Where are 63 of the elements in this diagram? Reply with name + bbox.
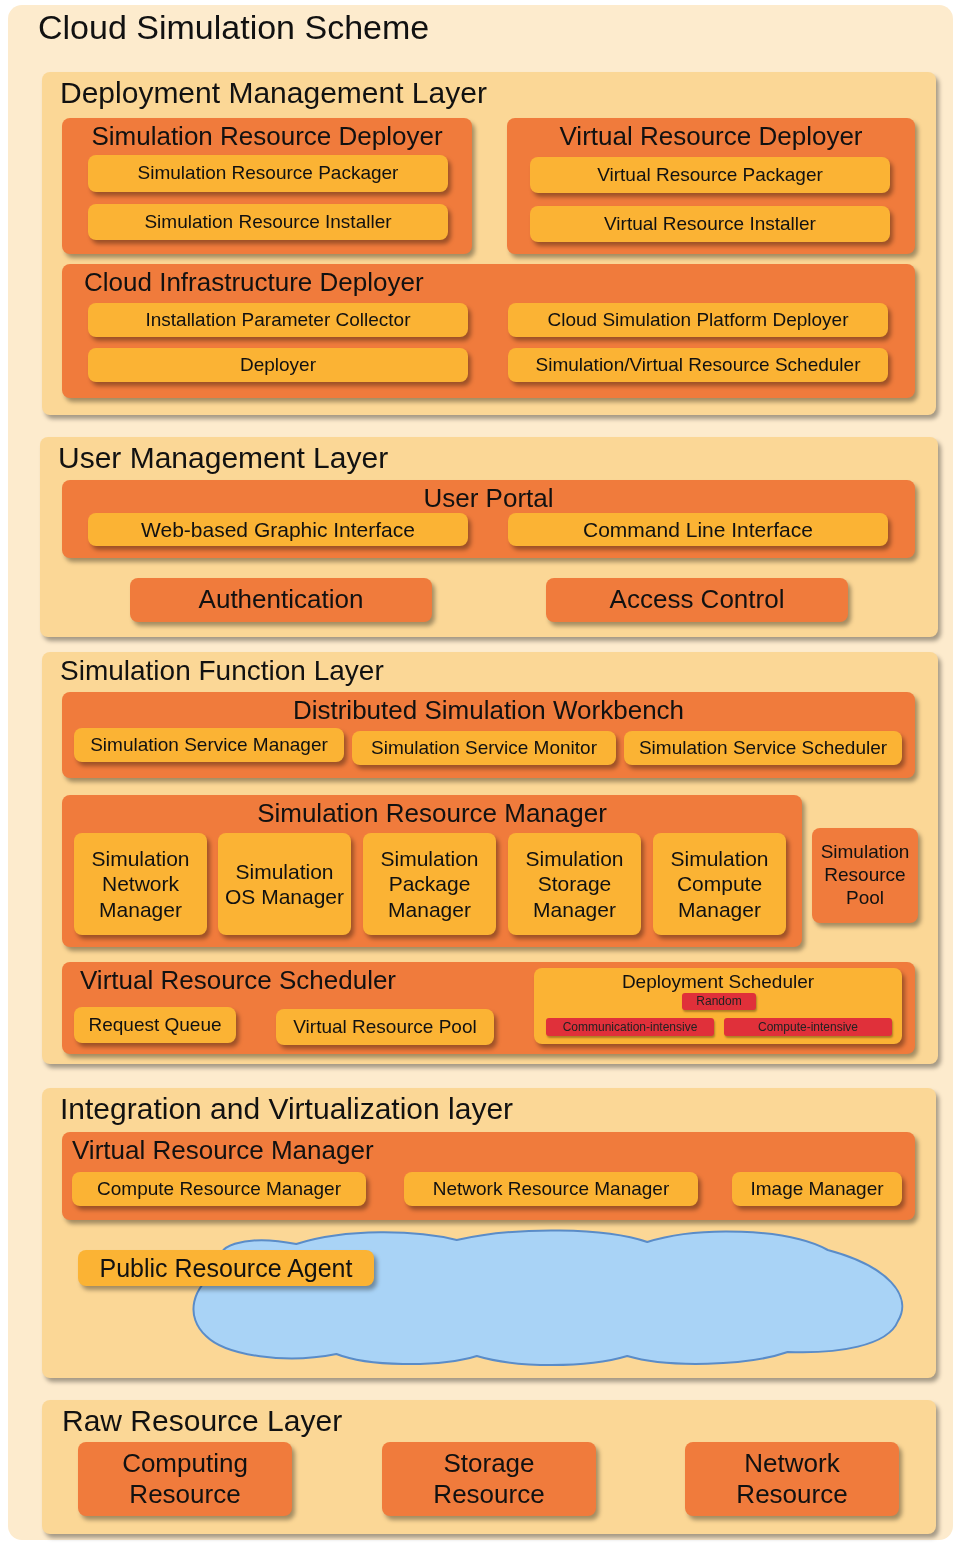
layer-panel xyxy=(40,437,938,637)
panel-heading: Cloud Simulation Scheme xyxy=(38,9,430,47)
scheme-panel xyxy=(8,5,953,1540)
option-tag: Random xyxy=(682,993,756,1010)
module-block: Simulation Resource Installer xyxy=(88,204,448,240)
layer-panel xyxy=(42,652,938,1064)
module-block: Simulation Network Manager xyxy=(74,833,207,935)
option-tag: Communication-intensive xyxy=(546,1018,714,1036)
module-block: Simulation Package Manager xyxy=(363,833,496,935)
module-block: Image Manager xyxy=(732,1172,902,1206)
module-block: Access Control xyxy=(546,578,848,622)
module-block: Storage Resource xyxy=(382,1442,596,1516)
component-panel xyxy=(507,118,915,254)
panel-heading: Simulation Resource Manager xyxy=(256,799,608,828)
panel-heading: Cloud Infrastructure Deployer xyxy=(84,268,424,297)
module-block: Cloud Simulation Platform Deployer xyxy=(508,303,888,337)
module-block: Request Queue xyxy=(74,1007,236,1043)
module-block: Virtual Resource Packager xyxy=(530,157,890,193)
module-block: Authentication xyxy=(130,578,432,622)
module-block: Command Line Interface xyxy=(508,513,888,546)
panel-heading: Integration and Virtualization layer xyxy=(60,1092,514,1125)
component-panel xyxy=(62,1132,915,1220)
component-panel xyxy=(62,118,472,254)
panel-heading: User Portal xyxy=(422,484,555,513)
panel-heading: Simulation Resource Deployer xyxy=(90,122,444,151)
module-block: Simulation Resource Packager xyxy=(88,155,448,192)
panel-heading: Deployment Management Layer xyxy=(60,76,487,109)
module-block: Virtual Resource Pool xyxy=(276,1009,494,1045)
panel-heading: Raw Resource Layer xyxy=(62,1404,343,1437)
module-block: Simulation/Virtual Resource Scheduler xyxy=(508,348,888,382)
module-block: Simulation Service Scheduler xyxy=(624,731,902,765)
module-block: Compute Resource Manager xyxy=(72,1172,366,1206)
module-block: Installation Parameter Collector xyxy=(88,303,468,337)
module-block: Public Resource Agent xyxy=(78,1250,374,1286)
panel-heading: User Management Layer xyxy=(58,441,389,474)
component-panel xyxy=(62,795,802,947)
component-panel xyxy=(62,264,915,398)
panel-heading: Distributed Simulation Workbench xyxy=(291,696,686,725)
layer-panel xyxy=(42,1400,936,1534)
module-block: Simulation OS Manager xyxy=(218,833,351,935)
panel-heading: Virtual Resource Scheduler xyxy=(80,966,397,995)
module-block: Deployer xyxy=(88,348,468,382)
panel-heading: Virtual Resource Manager xyxy=(72,1136,374,1165)
module-block: Computing Resource xyxy=(78,1442,292,1516)
panel-heading: Deployment Scheduler xyxy=(620,972,816,993)
module-block: Simulation Service Monitor xyxy=(352,731,616,765)
layer-panel xyxy=(42,1088,936,1378)
component-panel xyxy=(62,962,915,1054)
module-block: Virtual Resource Installer xyxy=(530,206,890,242)
module-block: Simulation Compute Manager xyxy=(653,833,786,935)
module-block: Simulation Resource Pool xyxy=(812,828,918,923)
module-block: Network Resource Manager xyxy=(404,1172,698,1206)
panel-heading: Virtual Resource Deployer xyxy=(558,122,864,151)
module-block: Simulation Storage Manager xyxy=(508,833,641,935)
component-panel xyxy=(62,692,915,778)
module-block: Web-based Graphic Interface xyxy=(88,513,468,546)
panel-heading: Simulation Function Layer xyxy=(60,656,384,687)
module-block: Simulation Service Manager xyxy=(74,728,344,762)
layer-panel xyxy=(42,72,936,415)
component-panel xyxy=(62,480,915,558)
module-block: Network Resource xyxy=(685,1442,899,1516)
option-tag: Compute-intensive xyxy=(724,1018,892,1036)
scheduler-panel xyxy=(534,968,902,1044)
